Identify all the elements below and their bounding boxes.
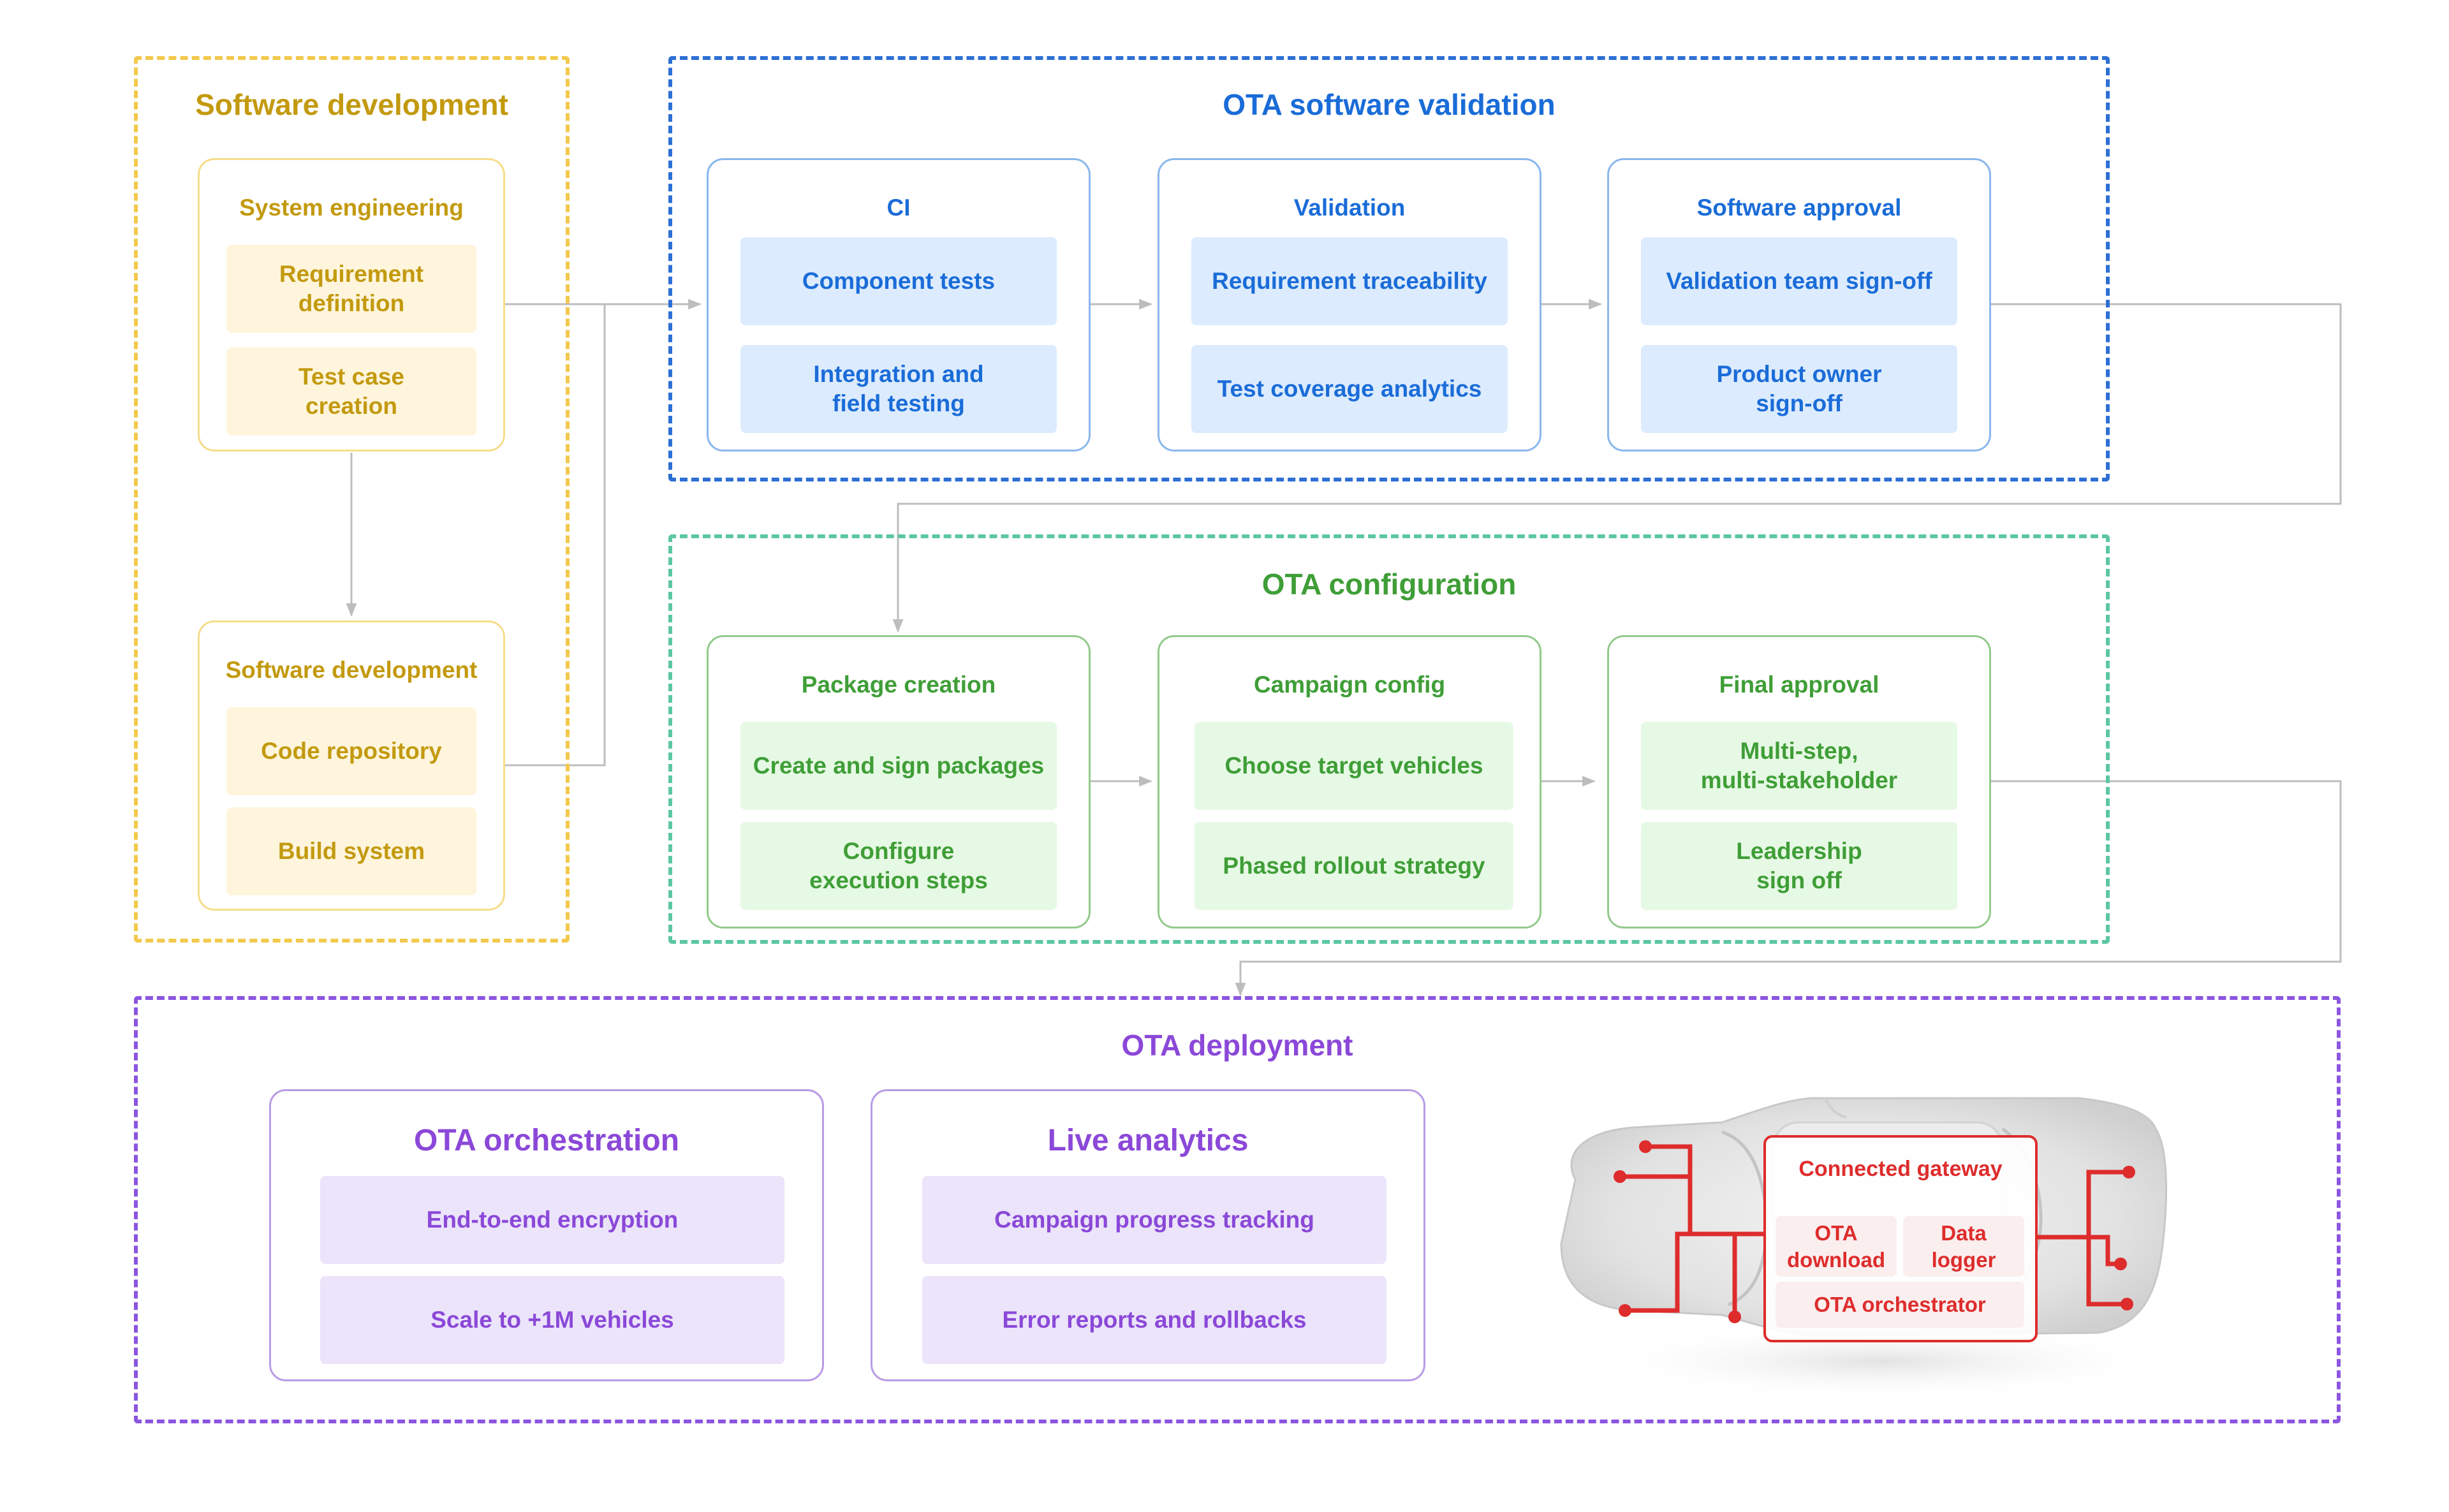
ota-validation-title: OTA software validation — [1223, 88, 1555, 122]
connected-gateway-box: Connected gateway OTA download Data logg… — [1763, 1135, 2038, 1342]
test-case-creation-item: Test case creation — [226, 348, 476, 436]
software-dev-title: Software development — [225, 656, 478, 683]
requirement-traceability-item: Requirement traceability — [1191, 237, 1508, 325]
software-development-title: Software development — [195, 88, 508, 122]
software-dev-panel: Software development Code repository Bui… — [198, 620, 505, 911]
system-engineering-panel: System engineering Requirement definitio… — [198, 158, 505, 451]
ci-title: CI — [886, 194, 911, 221]
live-analytics-title: Live analytics — [1047, 1123, 1249, 1157]
line-softwaredev-to-ci — [504, 304, 606, 767]
validation-team-signoff-item: Validation team sign-off — [1641, 237, 1957, 325]
phased-rollout-strategy-item: Phased rollout strategy — [1195, 822, 1513, 910]
build-system-item: Build system — [226, 807, 476, 895]
component-tests-item: Component tests — [740, 237, 1057, 325]
multi-stakeholder-item: Multi-step, multi-stakeholder — [1641, 722, 1957, 810]
wiring-endpoints — [1614, 1140, 2135, 1323]
final-approval-panel: Final approval Multi-step, multi-stakeho… — [1607, 635, 1991, 928]
software-approval-title: Software approval — [1696, 194, 1902, 221]
choose-target-vehicles-item: Choose target vehicles — [1195, 722, 1513, 810]
error-reports-rollbacks-item: Error reports and rollbacks — [922, 1276, 1386, 1364]
live-analytics-panel: Live analytics Campaign progress trackin… — [871, 1089, 1425, 1381]
campaign-progress-tracking-item: Campaign progress tracking — [922, 1176, 1386, 1264]
final-approval-title: Final approval — [1719, 671, 1879, 698]
ci-panel: CI Component tests Integration and field… — [707, 158, 1091, 451]
scale-vehicles-item: Scale to +1M vehicles — [320, 1276, 784, 1364]
create-sign-packages-item: Create and sign packages — [740, 722, 1057, 810]
leadership-signoff-item: Leadership sign off — [1641, 822, 1957, 910]
end-to-end-encryption-item: End-to-end encryption — [320, 1176, 784, 1264]
ota-orchestration-panel: OTA orchestration End-to-end encryption … — [269, 1089, 824, 1381]
connected-gateway-title: Connected gateway — [1798, 1157, 2003, 1182]
arrow-final-to-deployment — [1235, 780, 2342, 997]
ota-validation-frame — [668, 56, 2110, 481]
ota-deployment-title: OTA deployment — [1121, 1029, 1353, 1062]
software-approval-panel: Software approval Validation team sign-o… — [1607, 158, 1991, 451]
data-logger-item: Data logger — [1903, 1216, 2024, 1277]
requirement-definition-item: Requirement definition — [226, 245, 476, 333]
test-coverage-analytics-item: Test coverage analytics — [1191, 345, 1508, 433]
ota-orchestration-title: OTA orchestration — [413, 1123, 680, 1157]
ota-deployment-frame — [134, 996, 2341, 1423]
ota-configuration-frame — [668, 534, 2110, 944]
code-repository-item: Code repository — [226, 707, 476, 795]
arrow-approval-to-package — [892, 303, 2342, 633]
validation-panel: Validation Requirement traceability Test… — [1158, 158, 1541, 451]
campaign-config-title: Campaign config — [1253, 671, 1446, 698]
ota-configuration-title: OTA configuration — [1261, 568, 1517, 601]
package-creation-title: Package creation — [801, 671, 996, 698]
product-owner-signoff-item: Product owner sign-off — [1641, 345, 1957, 433]
ota-download-item: OTA download — [1776, 1216, 1897, 1277]
system-engineering-title: System engineering — [239, 194, 464, 221]
software-development-frame — [134, 56, 570, 943]
package-creation-panel: Package creation Create and sign package… — [707, 635, 1091, 928]
integration-field-testing-item: Integration and field testing — [740, 345, 1057, 433]
validation-title: Validation — [1293, 194, 1406, 221]
configure-execution-steps-item: Configure execution steps — [740, 822, 1057, 910]
ota-orchestrator-item: OTA orchestrator — [1776, 1282, 2024, 1328]
campaign-config-panel: Campaign config Choose target vehicles P… — [1158, 635, 1541, 928]
